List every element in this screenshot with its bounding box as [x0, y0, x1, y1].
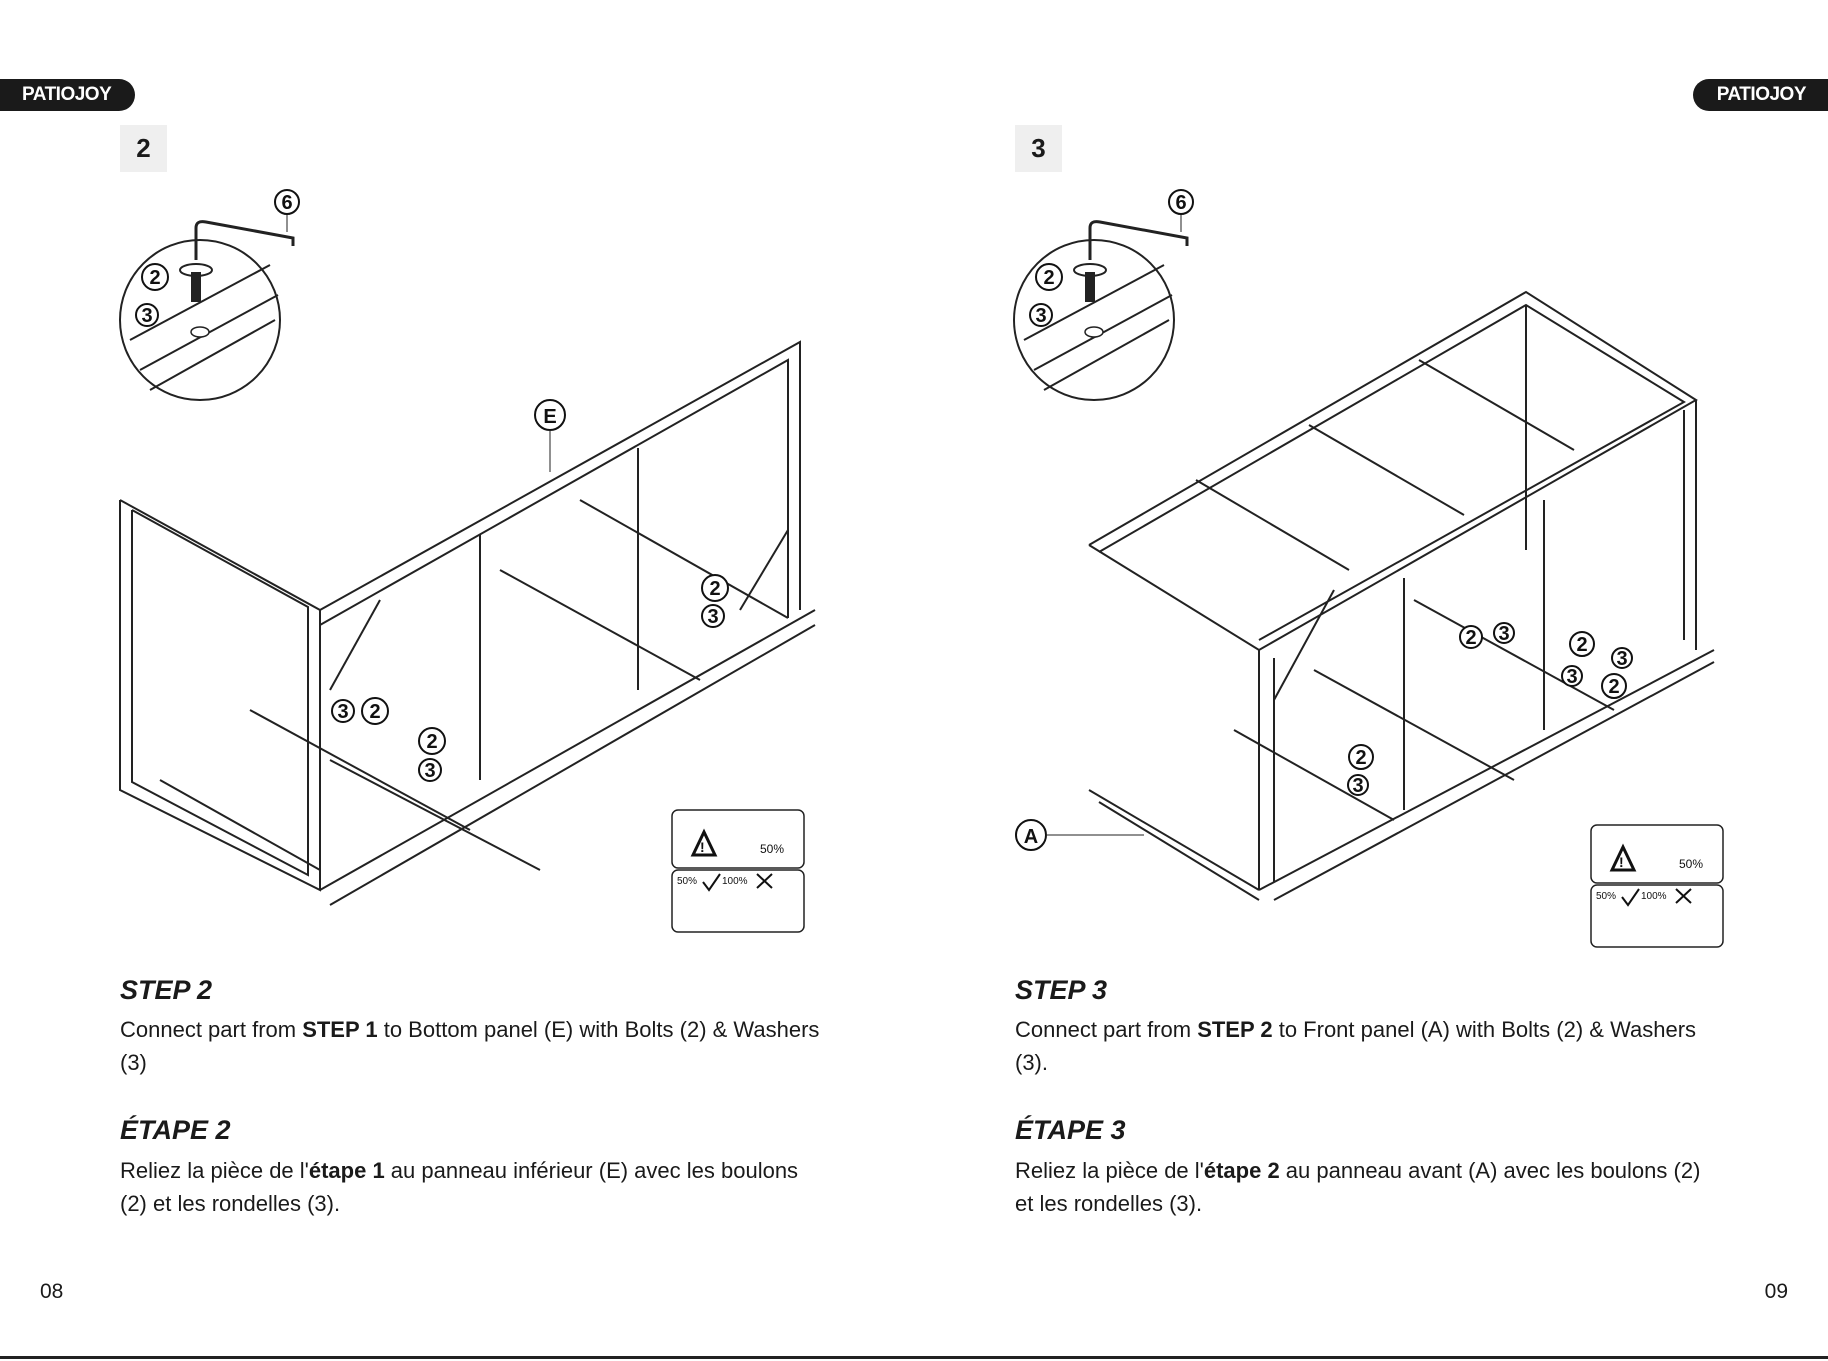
assembly-illustration: 6 2 3 E [0, 170, 914, 950]
callout-bolt: 2 [149, 267, 160, 289]
tighten-pct: 50% [760, 842, 784, 856]
half-pct: 50% [1596, 891, 1616, 902]
assembly-diagram-step-2: 6 2 3 E [119, 189, 816, 933]
svg-text:2: 2 [1355, 747, 1366, 769]
full-pct: 100% [1641, 891, 1667, 902]
callout-hex-key: 6 [1175, 192, 1186, 214]
svg-text:2: 2 [1608, 676, 1619, 698]
svg-text:3: 3 [1616, 648, 1627, 670]
brand-logo: PATIOJOY [0, 79, 136, 111]
callout-bolt: 2 [1043, 267, 1054, 289]
callout-washer: 3 [1035, 305, 1046, 327]
cabinet-frame [1088, 290, 1715, 901]
step-title: STEP 2 [120, 975, 213, 1005]
frame-callouts: 2 3 2 3 3 2 2 3 [1347, 622, 1633, 797]
svg-text:!: ! [1619, 854, 1624, 870]
callout-washer: 3 [141, 305, 152, 327]
svg-text:2: 2 [426, 731, 437, 753]
bolt-icon [191, 272, 201, 302]
full-pct: 100% [722, 876, 748, 887]
right-page: PATIOJOY 3 6 2 3 A [914, 0, 1828, 1361]
cross-icon [756, 873, 773, 889]
svg-text:!: ! [700, 839, 705, 855]
assembly-diagram-step-3: 6 2 3 A [1013, 189, 1724, 948]
page-number: 08 [40, 1280, 64, 1303]
svg-text:3: 3 [1352, 775, 1363, 797]
svg-text:3: 3 [337, 701, 348, 723]
svg-text:2: 2 [369, 701, 380, 723]
frame-callouts: 2 3 3 2 2 3 [331, 574, 729, 782]
step-instructions-fr: Reliez la pièce de l'étape 2 au panneau … [1015, 1158, 1701, 1216]
cabinet-frame [119, 340, 816, 906]
brand-logo: PATIOJOY [1692, 79, 1828, 111]
callout-hex-key: 6 [281, 192, 292, 214]
detail-callouts: 6 2 3 E [135, 189, 566, 472]
step-instructions-en: Connect part from STEP 1 to Bottom panel… [120, 1017, 820, 1075]
step-instructions-en: Connect part from STEP 2 to Front panel … [1015, 1017, 1697, 1075]
svg-text:2: 2 [1576, 634, 1587, 656]
bolt-icon [1085, 272, 1095, 302]
check-icon [702, 873, 721, 892]
svg-text:3: 3 [424, 760, 435, 782]
hex-key-icon [1088, 220, 1189, 260]
assembly-illustration: 6 2 3 A [914, 170, 1828, 950]
svg-text:2: 2 [709, 578, 720, 600]
step-number-badge: 2 [120, 125, 167, 172]
left-page: PATIOJOY 2 6 2 3 E [0, 79, 914, 1303]
page-number: 09 [1764, 1280, 1788, 1303]
torque-warning-box: ! 50% 50% 100% [1590, 824, 1724, 948]
warning-icon [690, 828, 718, 857]
etape-title: ÉTAPE 2 [120, 1115, 231, 1145]
etape-title: ÉTAPE 3 [1015, 1115, 1126, 1145]
half-pct: 50% [677, 876, 697, 887]
step-instructions-fr: Reliez la pièce de l'étape 1 au panneau … [120, 1158, 799, 1216]
detail-callouts: 6 2 3 A [1015, 189, 1194, 851]
step-title: STEP 3 [1015, 975, 1108, 1005]
callout-panel: A [1024, 826, 1038, 848]
step-number-badge: 3 [1015, 125, 1062, 172]
bottom-divider [0, 1356, 1828, 1359]
svg-text:3: 3 [707, 606, 718, 628]
svg-text:3: 3 [1566, 666, 1577, 688]
cross-icon [1675, 888, 1692, 904]
svg-text:3: 3 [1498, 623, 1509, 645]
hex-key-icon [194, 220, 295, 260]
callout-panel: E [543, 406, 556, 428]
svg-text:2: 2 [1465, 627, 1476, 649]
tighten-pct: 50% [1679, 857, 1703, 871]
warning-icon [1609, 843, 1637, 872]
torque-warning-box: ! 50% 50% 100% [671, 809, 805, 933]
check-icon [1621, 888, 1640, 907]
